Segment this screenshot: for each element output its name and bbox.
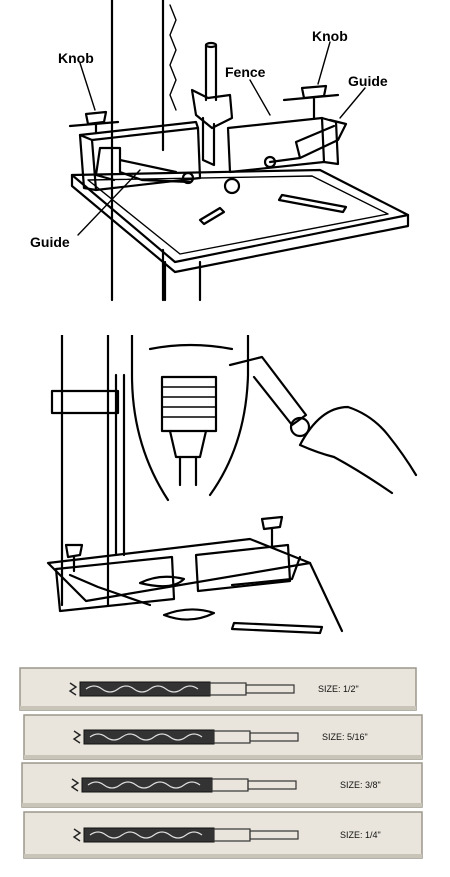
chisel-tip-icon — [72, 828, 82, 842]
table-edge-2 — [308, 561, 344, 633]
lever-knob — [289, 416, 311, 438]
head-casing — [130, 335, 250, 502]
guide-right-pin — [263, 155, 277, 169]
label-fence: Fence — [225, 64, 266, 80]
chisel-shaft-icon — [247, 780, 297, 790]
fence-left-2 — [54, 555, 176, 613]
box-size-label: SIZE: 5/16" — [322, 732, 368, 742]
chisel-shaft-icon — [245, 684, 295, 694]
knob-right-2 — [260, 515, 284, 549]
table-slot-right — [277, 193, 348, 214]
callout-guide-left — [77, 169, 141, 236]
fence-left-end — [78, 133, 98, 192]
center-rod — [204, 43, 218, 102]
label-guide-right: Guide — [348, 73, 388, 89]
center-rod-top — [204, 41, 218, 49]
guides-2 — [68, 555, 302, 607]
knob-left-shape — [68, 110, 120, 134]
table-center-hole — [223, 177, 241, 195]
chisel-tip-icon — [72, 730, 82, 744]
feed-lever — [228, 355, 308, 427]
callout-knob-left — [79, 62, 96, 111]
callout-guide-right — [339, 87, 366, 119]
auger-flute-icon — [89, 831, 203, 839]
chisel-box: SIZE: 1/4" — [23, 811, 423, 859]
box-shadow-edge — [22, 803, 422, 807]
chisel-boxes-photo: SIZE: 1/2" SIZE: 5/16" SIZE: 3/8" SIZE: 1/4… — [0, 660, 450, 877]
box-shadow-edge — [24, 854, 422, 858]
guide-left-pin — [181, 171, 195, 185]
chuck-body — [160, 375, 218, 433]
fence-assembly-illustration: Knob Knob Fence Guide Guide — [0, 0, 450, 305]
box-shadow-edge — [20, 706, 416, 710]
fence-right-2 — [194, 543, 292, 593]
box-shadow-edge — [24, 755, 422, 759]
drilling-operation-illustration — [0, 335, 450, 635]
label-knob-right: Knob — [312, 28, 348, 44]
drilling-operation-drawing — [46, 335, 418, 635]
auger-flute-icon — [89, 733, 203, 741]
auger-flute-icon — [85, 685, 199, 693]
chisel-boxes: SIZE: 1/2" SIZE: 5/16" SIZE: 3/8" SIZE: 1/4… — [19, 667, 423, 859]
fence-left-block — [90, 126, 202, 192]
chisel-box: SIZE: 1/2" — [19, 667, 417, 711]
metal-chips — [138, 575, 216, 621]
callout-knob-right — [317, 41, 331, 85]
chisel-shaft-icon — [249, 732, 299, 742]
chisel-shaft-icon — [249, 830, 299, 840]
chisel-auger-icon — [81, 777, 213, 793]
fence-left-top — [78, 120, 200, 137]
chisel-tip-icon — [68, 682, 78, 696]
drill-bit — [178, 455, 198, 487]
chisel-box: SIZE: 3/8" — [21, 762, 423, 808]
label-guide-left: Guide — [30, 234, 70, 250]
column-rack — [169, 4, 177, 111]
table-2 — [46, 537, 312, 603]
table-inner-rim — [87, 175, 389, 255]
table-support — [163, 260, 202, 302]
chuck-jaws — [168, 429, 208, 459]
table-slot-left — [198, 206, 226, 226]
fence-assembly-drawing: Knob Knob Fence Guide Guide — [30, 0, 410, 302]
chisel-tip-icon — [70, 778, 80, 792]
center-clamp-stem — [201, 116, 216, 167]
rear-rail — [114, 373, 126, 557]
guide-left-shape — [94, 146, 192, 184]
column-2 — [60, 335, 110, 607]
loose-bit — [230, 621, 324, 635]
head-top — [148, 343, 234, 351]
operator-hand — [298, 405, 418, 495]
chisel-auger-icon — [83, 729, 215, 745]
label-knob-left: Knob — [58, 50, 94, 66]
fence-right-block — [226, 116, 326, 174]
callout-fence — [249, 79, 271, 116]
chisel-box: SIZE: 5/16" — [23, 714, 423, 760]
center-clamp — [190, 88, 234, 130]
column-collar — [50, 389, 120, 415]
table-top — [70, 168, 410, 264]
chuck-grip — [161, 386, 217, 418]
knob-left-2 — [64, 543, 84, 573]
guide-right-shape — [268, 118, 348, 164]
box-size-label: SIZE: 1/4" — [340, 830, 381, 840]
chisel-auger-icon — [83, 827, 215, 843]
chisel-auger-icon — [79, 681, 211, 697]
knob-right-shape — [282, 84, 340, 120]
table-edge — [70, 173, 410, 274]
box-size-label: SIZE: 1/2" — [318, 684, 359, 694]
auger-flute-icon — [87, 781, 201, 789]
box-size-label: SIZE: 3/8" — [340, 780, 381, 790]
